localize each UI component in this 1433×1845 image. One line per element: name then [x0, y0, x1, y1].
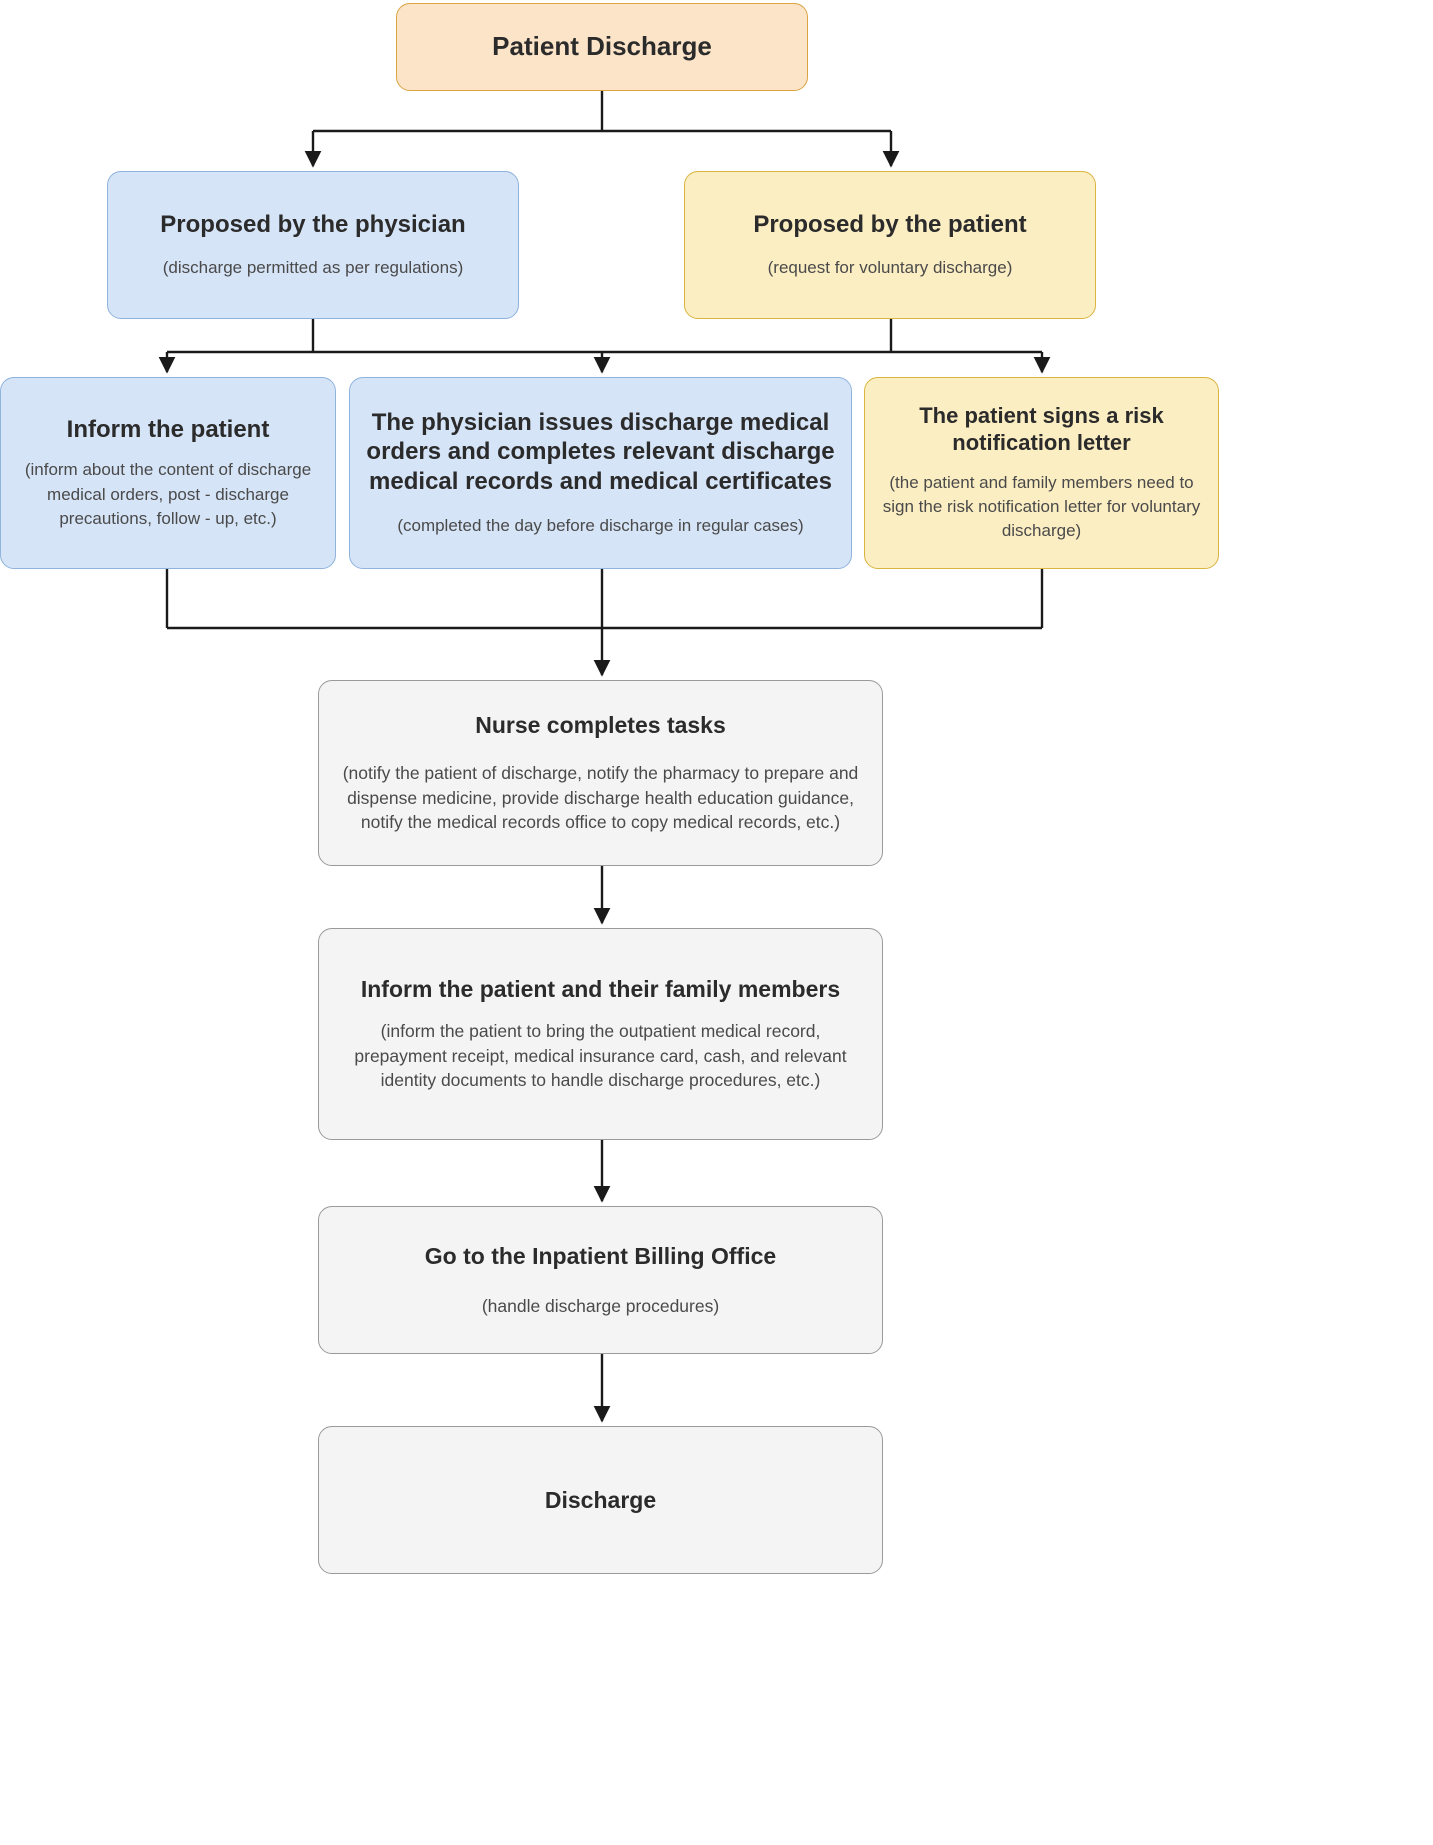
node-title: The physician issues discharge medical o…: [366, 409, 835, 495]
node-patient-discharge[interactable]: Patient Discharge: [396, 3, 808, 91]
node-title: Inform the patient and their family memb…: [360, 975, 841, 1002]
node-subtitle: (the patient and family members need to …: [882, 472, 1201, 540]
node-subtitle: (discharge permitted as per regulations): [162, 257, 464, 277]
node-subtitle: (completed the day before discharge in r…: [397, 515, 804, 535]
node-inpatient-billing-office[interactable]: Go to the Inpatient Billing Office (hand…: [318, 1206, 883, 1354]
node-subtitle: (inform about the content of discharge m…: [24, 460, 312, 528]
node-title: Patient Discharge: [492, 31, 712, 62]
node-title: Nurse completes tasks: [475, 711, 726, 738]
node-physician-issues-orders[interactable]: The physician issues discharge medical o…: [349, 377, 852, 569]
node-subtitle: (notify the patient of discharge, notify…: [342, 762, 859, 833]
node-nurse-completes-tasks[interactable]: Nurse completes tasks (notify the patien…: [318, 680, 883, 866]
node-inform-patient-and-family[interactable]: Inform the patient and their family memb…: [318, 928, 883, 1140]
node-subtitle: (inform the patient to bring the outpati…: [354, 1020, 847, 1091]
node-title: Inform the patient: [66, 416, 270, 444]
node-discharge[interactable]: Discharge: [318, 1426, 883, 1574]
node-subtitle: (request for voluntary discharge): [767, 257, 1013, 277]
node-title: Go to the Inpatient Billing Office: [424, 1242, 777, 1269]
node-title: Proposed by the patient: [753, 211, 1027, 239]
node-title: Discharge: [544, 1486, 657, 1513]
node-subtitle: (handle discharge procedures): [481, 1295, 720, 1316]
node-risk-notification-letter[interactable]: The patient signs a risk notification le…: [864, 377, 1219, 569]
node-title: Proposed by the physician: [160, 211, 466, 239]
node-inform-the-patient[interactable]: Inform the patient (inform about the con…: [0, 377, 336, 569]
node-title: The patient signs a risk notification le…: [919, 402, 1164, 455]
node-proposed-by-physician[interactable]: Proposed by the physician (discharge per…: [107, 171, 519, 319]
node-proposed-by-patient[interactable]: Proposed by the patient (request for vol…: [684, 171, 1096, 319]
